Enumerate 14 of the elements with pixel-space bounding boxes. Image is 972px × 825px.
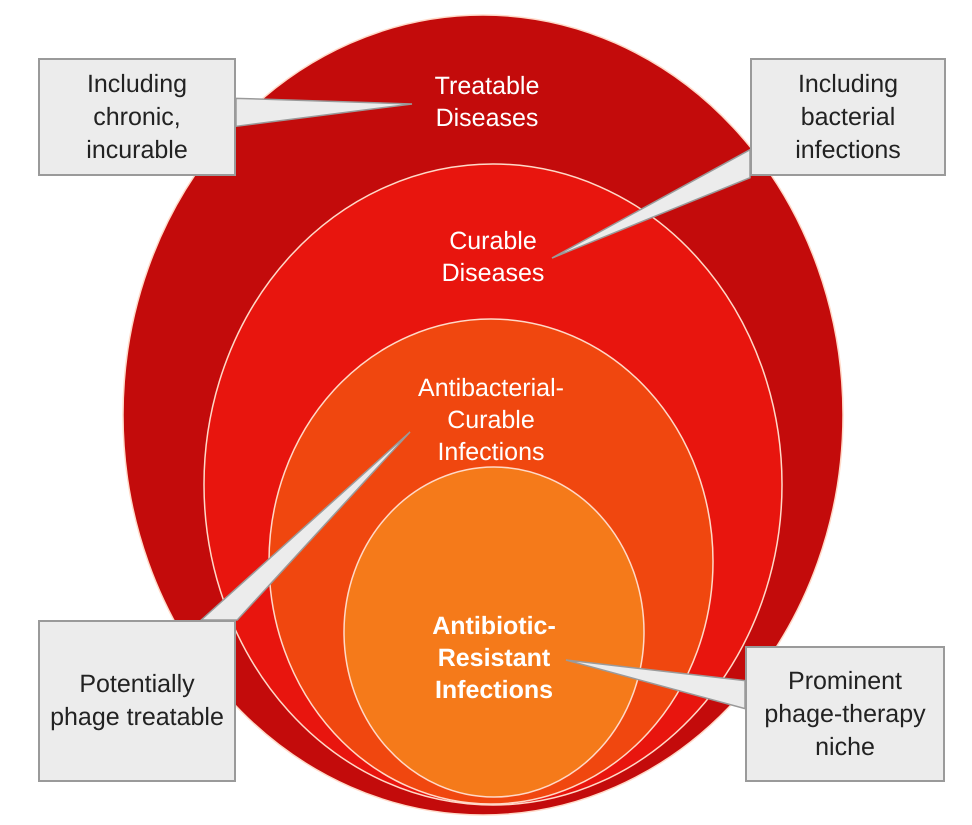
- leader-line: [199, 431, 411, 621]
- callout-box: Including chronic, incurable: [38, 58, 236, 176]
- region-label: Treatable Diseases: [434, 71, 540, 134]
- ellipse-region: [268, 318, 714, 805]
- callout-box: Including bacterial infections: [750, 58, 946, 176]
- leader-line: [551, 148, 751, 259]
- callout-box: Prominent phage-therapy niche: [745, 646, 945, 782]
- region-label: Antibacterial-Curable Infections: [417, 373, 565, 468]
- ellipse-region: [343, 466, 645, 798]
- region-label: Antibiotic-Resistant Infections: [431, 611, 557, 706]
- callout-box: Potentially phage treatable: [38, 620, 236, 782]
- leader-line: [235, 98, 413, 128]
- region-label: Curable Diseases: [440, 226, 546, 289]
- leader-line: [565, 659, 746, 710]
